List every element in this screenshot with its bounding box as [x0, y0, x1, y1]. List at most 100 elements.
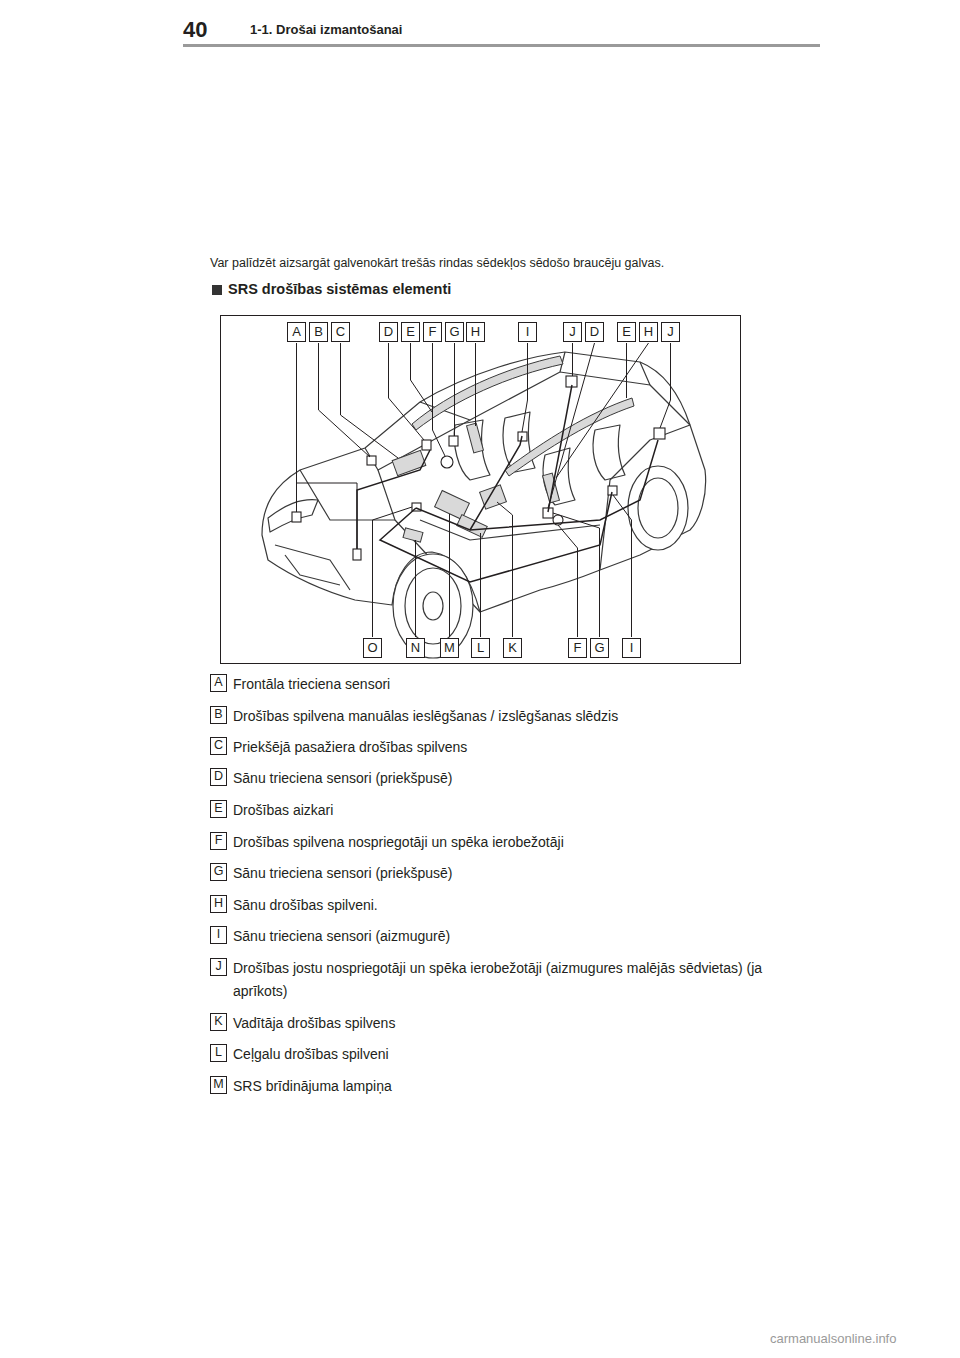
- callout-letter: N: [406, 638, 425, 658]
- callout-text: A: [292, 325, 301, 339]
- callout-text: F: [215, 834, 223, 848]
- callout-text: D: [214, 770, 223, 784]
- illustration-rect: [292, 512, 301, 522]
- callout-text: F: [574, 641, 582, 655]
- illustration-path: [613, 495, 632, 637]
- part-description: Drošības spilvena nospriegotāji un spēka…: [233, 831, 793, 854]
- illustration-path: [373, 507, 413, 637]
- callout-text: E: [214, 802, 222, 816]
- illustration-path: [341, 343, 399, 458]
- callout-text: C: [336, 325, 345, 339]
- callout-text: H: [471, 325, 480, 339]
- section-heading: SRS drošības sistēmas elementi: [228, 281, 451, 297]
- callout-text: G: [594, 641, 604, 655]
- part-description: Ceļgalu drošības spilveni: [233, 1043, 793, 1066]
- callout-letter: D: [585, 322, 604, 342]
- intro-text: Var palīdzēt aizsargāt galvenokārt trešā…: [210, 256, 810, 271]
- callout-letter: O: [363, 638, 382, 658]
- callout-text: I: [217, 928, 220, 942]
- illustration-path: [416, 440, 658, 530]
- illustration-path: [475, 343, 476, 426]
- part-description: Drošības jostu nospriegotāji un spēka ie…: [233, 957, 793, 1003]
- illustration-path: [454, 420, 490, 480]
- callout-text: M: [213, 1078, 223, 1092]
- callout-letter: C: [331, 322, 350, 342]
- callout-letter: J: [661, 322, 680, 342]
- leader-lines: [297, 343, 671, 637]
- illustration-rect: [654, 428, 665, 439]
- key-letter: I: [210, 926, 227, 944]
- key-letter: E: [210, 800, 227, 818]
- illustration-ellipse: [423, 592, 443, 620]
- callout-text: E: [622, 325, 631, 339]
- illustration-path: [593, 425, 625, 480]
- illustration-path: [262, 352, 706, 612]
- header-rule: [183, 44, 820, 47]
- callout-text: C: [214, 739, 223, 753]
- illustration-path: [297, 343, 358, 549]
- callout-text: N: [411, 641, 420, 655]
- callout-letter: B: [309, 322, 328, 342]
- illustration-rect: [467, 423, 484, 453]
- illustration-ellipse: [628, 466, 688, 550]
- illustration-path: [268, 500, 318, 532]
- illustration-rect: [403, 528, 423, 542]
- part-description: Drošības aizkari: [233, 799, 793, 822]
- illustration-path: [449, 514, 450, 637]
- part-description: Sānu drošības spilveni.: [233, 894, 793, 917]
- illustration-path: [454, 343, 455, 436]
- callout-text: O: [367, 641, 377, 655]
- callout-letter: L: [471, 638, 490, 658]
- illustration-rect: [392, 450, 426, 475]
- illustration-path: [572, 343, 573, 376]
- callout-text: H: [214, 897, 223, 911]
- illustration-path: [522, 343, 528, 432]
- callout-letter: I: [622, 638, 641, 658]
- illustration-path: [556, 343, 649, 478]
- illustration-path: [357, 450, 430, 549]
- illustration-path: [497, 502, 513, 637]
- car-drawing: [262, 352, 706, 658]
- part-description: Sānu trieciena sensori (priekšpusē): [233, 862, 793, 885]
- part-description: Priekšējā pasažiera drošības spilvens: [233, 736, 793, 759]
- illustration-rect: [353, 549, 361, 560]
- illustration-path: [415, 540, 416, 637]
- illustration-rect: [367, 456, 376, 465]
- key-letter: D: [210, 768, 227, 786]
- key-letter: G: [210, 863, 227, 881]
- callout-text: K: [508, 641, 517, 655]
- key-letter: C: [210, 737, 227, 755]
- callout-letter: K: [503, 638, 522, 658]
- illustration-path: [548, 343, 595, 508]
- callout-letter: F: [568, 638, 587, 658]
- illustration-path: [548, 385, 572, 512]
- illustration-rect: [435, 491, 470, 520]
- callout-text: J: [215, 960, 221, 974]
- part-description: Vadītāja drošības spilvens: [233, 1012, 793, 1035]
- part-description: Sānu trieciena sensori (aizmugurē): [233, 925, 793, 948]
- illustration-path: [558, 525, 578, 637]
- illustration-rect: [422, 440, 431, 450]
- part-description: Sānu trieciena sensori (priekšpusē): [233, 767, 793, 790]
- illustration-path: [275, 545, 350, 590]
- callout-letter: E: [401, 322, 420, 342]
- illustration-rect: [608, 486, 617, 495]
- illustration-ellipse: [393, 554, 473, 658]
- illustration-path: [411, 343, 433, 412]
- key-letter: L: [210, 1044, 227, 1062]
- callout-text: G: [214, 865, 224, 879]
- callout-text: A: [214, 676, 222, 690]
- illustration-path: [433, 343, 446, 456]
- key-letter: H: [210, 895, 227, 913]
- illustration-path: [553, 513, 600, 637]
- figure-frame: [221, 316, 741, 664]
- callout-letter: G: [590, 638, 609, 658]
- airbag-shapes: [392, 356, 634, 542]
- bullet-square: [212, 285, 222, 295]
- illustration-rect: [449, 436, 458, 446]
- illustration-path: [505, 398, 634, 476]
- key-letter: A: [210, 674, 227, 692]
